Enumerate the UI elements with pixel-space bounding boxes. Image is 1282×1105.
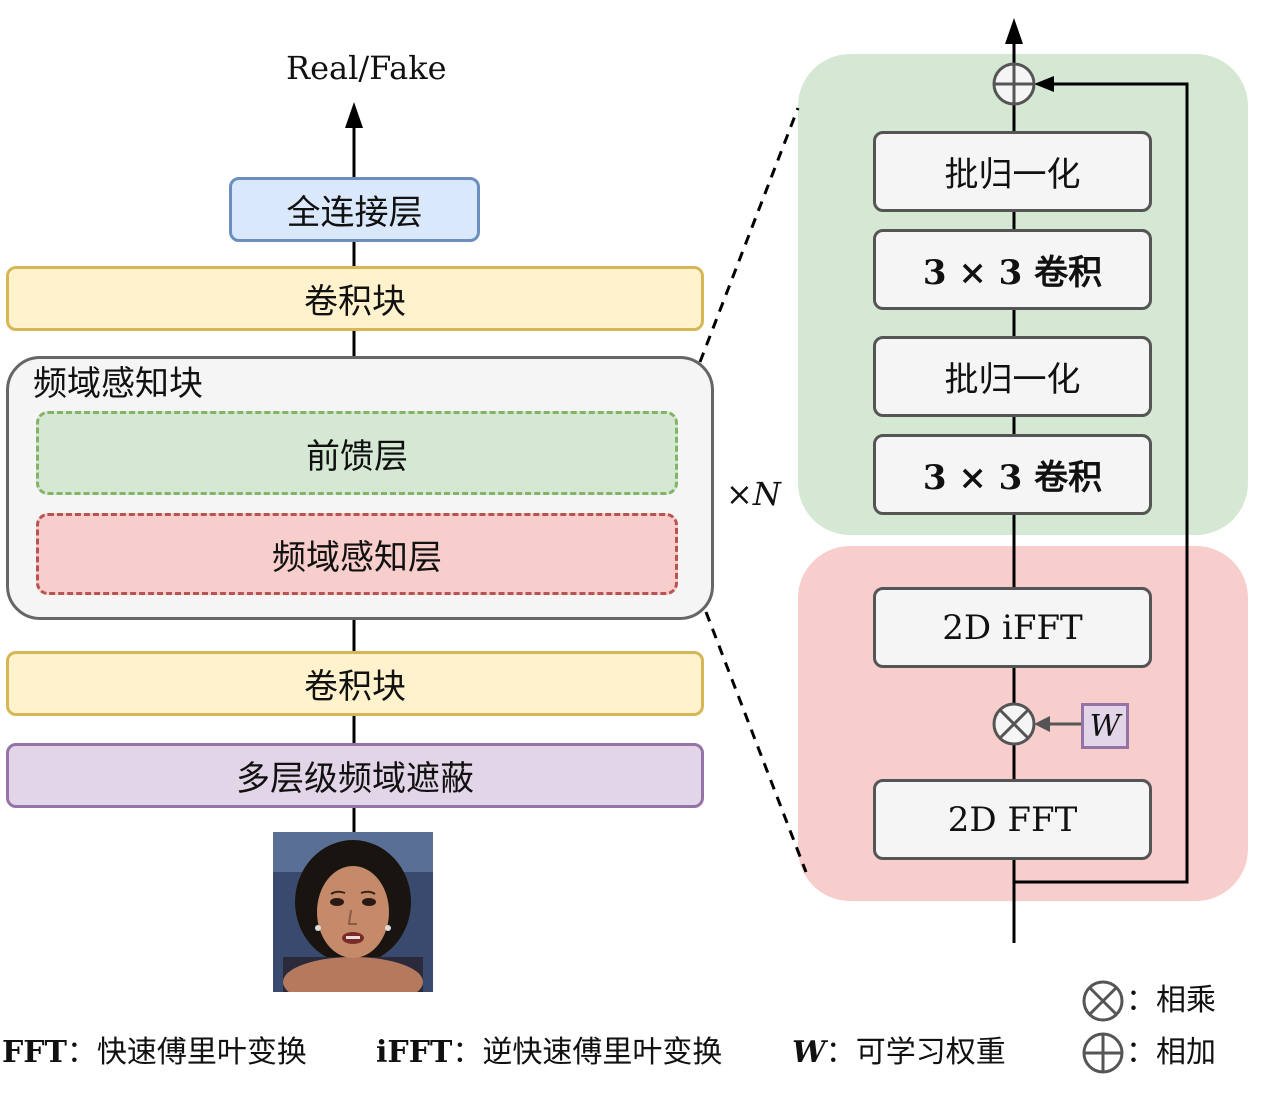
output-label: Real/Fake — [286, 49, 447, 87]
repeat-label: ×N — [726, 475, 781, 513]
legend-ifft: iFFT：逆快速傅里叶变换 — [376, 1038, 722, 1068]
frequency-perception-block: 频域感知块 前馈层 频域感知层 — [6, 356, 714, 620]
fft-box: 2D FFT — [873, 779, 1152, 860]
fully-connected-layer: 全连接层 — [229, 177, 480, 242]
conv3x3-bottom: 3 × 3 卷积 — [873, 434, 1152, 515]
legend-ifft-abbr: iFFT — [376, 1035, 453, 1070]
legend-multiply-icon — [1082, 980, 1124, 1022]
legend-multiply-label: ：相乘 — [1126, 983, 1216, 1018]
multiply-symbol — [992, 702, 1036, 746]
frequency-perception-layer: 频域感知层 — [36, 513, 678, 595]
conv-block-bottom: 卷积块 — [6, 651, 704, 716]
batch-norm-top: 批归一化 — [873, 131, 1152, 212]
conv3x3-top: 3 × 3 卷积 — [873, 229, 1152, 310]
feedforward-layer: 前馈层 — [36, 411, 678, 495]
add-symbol — [992, 62, 1036, 106]
legend-w-abbr: W — [792, 1035, 826, 1070]
conv-block-top: 卷积块 — [6, 266, 704, 331]
legend-fft: FFT：快速傅里叶变换 — [2, 1038, 307, 1068]
ifft-box: 2D iFFT — [873, 587, 1152, 668]
fp-block-title: 频域感知块 — [33, 364, 203, 404]
multilevel-frequency-masking: 多层级频域遮蔽 — [6, 743, 704, 808]
right-output-arrowhead — [1005, 18, 1023, 44]
legend-ifft-desc: ：逆快速傅里叶变换 — [452, 1035, 723, 1070]
legend-w-desc: ：可学习权重 — [825, 1035, 1006, 1070]
batch-norm-bottom: 批归一化 — [873, 336, 1152, 417]
output-arrowhead — [345, 102, 363, 128]
skip-arrowhead — [1034, 76, 1054, 92]
legend-weight: W：可学习权重 — [792, 1038, 1006, 1068]
legend-fft-abbr: FFT — [2, 1035, 67, 1070]
weight-arrowhead — [1034, 716, 1050, 732]
input-face-image — [273, 832, 433, 992]
learnable-weight-box: W — [1081, 703, 1129, 749]
zoom-line-bottom — [704, 611, 808, 873]
legend-add-label: ：相加 — [1126, 1035, 1216, 1070]
legend-fft-desc: ：快速傅里叶变换 — [66, 1035, 307, 1070]
zoom-line-top — [698, 107, 800, 363]
legend-add-icon — [1082, 1032, 1124, 1074]
